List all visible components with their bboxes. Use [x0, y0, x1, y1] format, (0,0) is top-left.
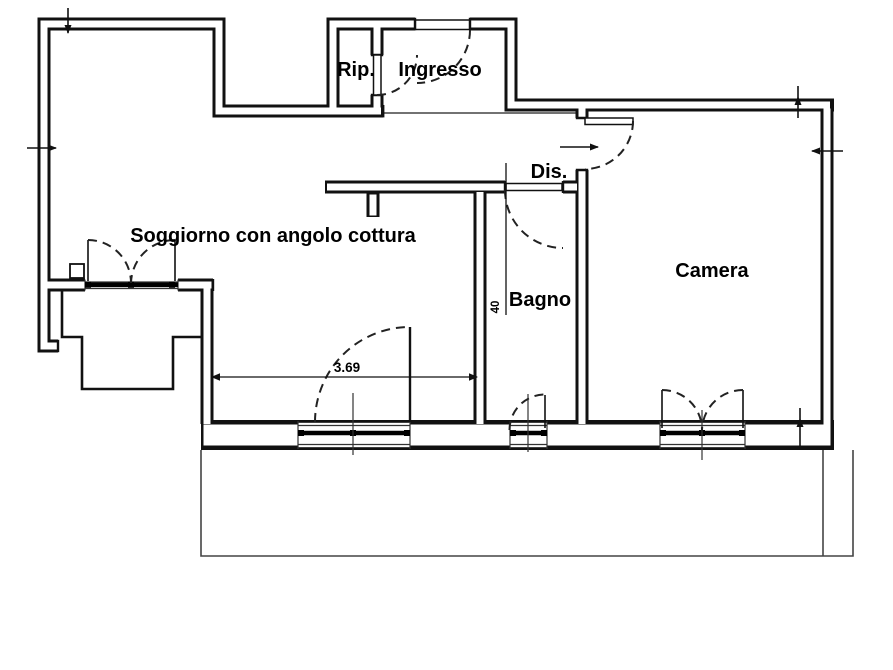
wall-notch — [69, 263, 85, 279]
dimension-label-40: 40 — [490, 301, 502, 314]
camera-door — [584, 117, 634, 170]
bagno-door — [504, 182, 564, 249]
door-swing-arc — [508, 393, 546, 431]
window-camera — [659, 389, 746, 460]
door-swing-arc — [314, 326, 411, 423]
dimension-label-369: 3.69 — [334, 360, 360, 375]
entrance-door — [414, 19, 471, 84]
door-swing-arc — [584, 120, 634, 170]
room-label-ingresso: Ingresso — [398, 59, 481, 81]
door-swing-arc — [130, 239, 176, 284]
room-label-soggiorno: Soggiorno con angolo cottura — [130, 225, 416, 247]
door-swing-arc — [701, 389, 744, 431]
room-label-rip: Rip. — [337, 59, 375, 81]
room-label-dis: Dis. — [531, 161, 568, 183]
wall-tick-marks — [27, 8, 843, 446]
dimension-bagno-width: 40 — [490, 163, 507, 315]
room-labels: Rip. Ingresso Dis. Soggiorno con angolo … — [130, 59, 749, 311]
dimension-soggiorno-width: 3.69 — [211, 360, 478, 381]
window-bagno — [508, 393, 548, 452]
window-soggiorno-south — [297, 326, 412, 455]
door-swing-arc — [661, 389, 703, 431]
room-label-camera: Camera — [675, 260, 749, 282]
balcony-outline — [60, 263, 205, 391]
door-swing-arc — [504, 189, 564, 249]
door-swing-arc — [87, 239, 132, 284]
window-soggiorno-west — [84, 239, 179, 291]
rip-door — [372, 54, 418, 96]
room-label-bagno: Bagno — [509, 289, 571, 311]
terrace-outline — [200, 450, 854, 557]
door-swing-arc — [376, 54, 418, 96]
